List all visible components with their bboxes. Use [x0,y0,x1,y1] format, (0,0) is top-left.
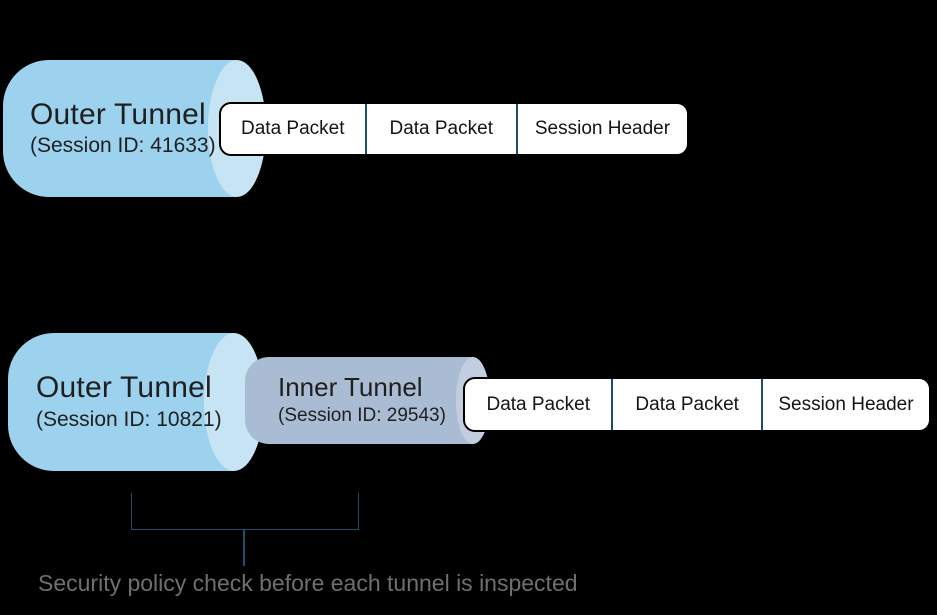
top-outer-tunnel-body [3,60,237,197]
bracket-shape [131,493,359,530]
top-packet-session-header: Session Header [515,104,687,154]
bottom-packet-strip: Data Packet Data Packet Session Header [463,377,931,432]
bottom-packet-session-header: Session Header [760,379,929,430]
inner-tunnel-title: Inner Tunnel [278,371,423,402]
top-outer-tunnel-label: Outer Tunnel (Session ID: 41633) [30,60,216,197]
bottom-outer-tunnel-session-id: (Session ID: 10821) [36,407,222,431]
bottom-outer-tunnel-label: Outer Tunnel (Session ID: 10821) [36,333,222,471]
top-outer-tunnel-title: Outer Tunnel [30,97,206,131]
top-packet-strip: Data Packet Data Packet Session Header [219,102,689,156]
inner-tunnel-body [245,357,473,444]
bottom-outer-tunnel-body [8,333,234,471]
top-packet-data-2: Data Packet [364,104,516,154]
bottom-packet-data-2: Data Packet [611,379,760,430]
bottom-outer-tunnel-title: Outer Tunnel [36,371,212,405]
top-packet-data-1: Data Packet [241,118,345,139]
inner-tunnel-label: Inner Tunnel (Session ID: 29543) [278,357,446,444]
top-outer-tunnel-session-id: (Session ID: 41633) [30,134,216,158]
bracket-stem [243,530,245,566]
bottom-packet-data-1: Data Packet [486,393,590,415]
security-policy-caption: Security policy check before each tunnel… [38,570,578,596]
inner-tunnel-session-id: (Session ID: 29543) [278,404,446,426]
